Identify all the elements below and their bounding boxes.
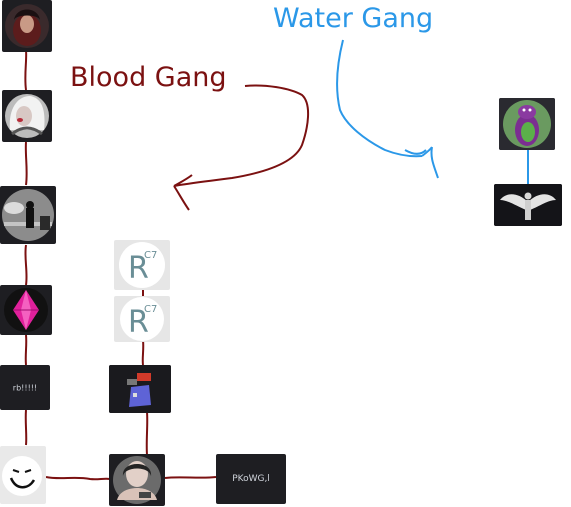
- node-girl-bottom[interactable]: [109, 454, 165, 506]
- smiley-icon: [0, 446, 46, 504]
- node-pixel-character[interactable]: [109, 365, 171, 413]
- blood-arrow: [173, 84, 309, 211]
- r-c7-avatar: R C7: [114, 240, 170, 290]
- node-pkowg-text: PKoWG,l: [232, 474, 270, 484]
- r-c7-avatar: R C7: [114, 296, 170, 342]
- c7-superscript: C7: [144, 250, 157, 261]
- node-girl-red-hood[interactable]: [2, 0, 52, 52]
- node-dark-figure[interactable]: [0, 186, 56, 244]
- connector-smiley-girl: [45, 476, 111, 481]
- node-pink-gem[interactable]: [0, 285, 52, 335]
- node-r-c7-bottom[interactable]: R C7: [114, 296, 170, 342]
- avatar-figure-icon: [2, 189, 54, 241]
- blood-gang-label: Blood Gang: [70, 62, 227, 93]
- node-r-c7-top[interactable]: R C7: [114, 240, 170, 290]
- water-gang-label: Water Gang: [273, 3, 434, 34]
- blood-connectors: [24, 49, 309, 481]
- avatar-girl-icon: [5, 4, 49, 48]
- node-rb[interactable]: rb!!!!!: [0, 365, 50, 410]
- node-rb-text: rb!!!!!: [12, 383, 38, 392]
- pixel-character-icon: [109, 365, 171, 413]
- connector-girl-pkowg: [164, 476, 217, 479]
- r-letter: R: [128, 305, 149, 340]
- connector-col1: [24, 49, 28, 446]
- water-arrow: [336, 39, 439, 179]
- angel-icon: [494, 184, 562, 226]
- c7-superscript: C7: [144, 304, 157, 315]
- node-pkowg[interactable]: PKoWG,l: [216, 454, 286, 504]
- node-girl-black-white[interactable]: [2, 90, 52, 142]
- gem-icon: [4, 288, 48, 332]
- dinosaur-icon: [499, 98, 555, 150]
- node-smiley[interactable]: [0, 446, 46, 504]
- r-letter: R: [128, 251, 149, 286]
- node-angel[interactable]: [494, 184, 562, 226]
- water-connectors: [336, 39, 529, 184]
- avatar-girl-icon: [5, 94, 49, 138]
- node-barney[interactable]: [499, 98, 555, 150]
- avatar-girl-icon: [113, 456, 161, 504]
